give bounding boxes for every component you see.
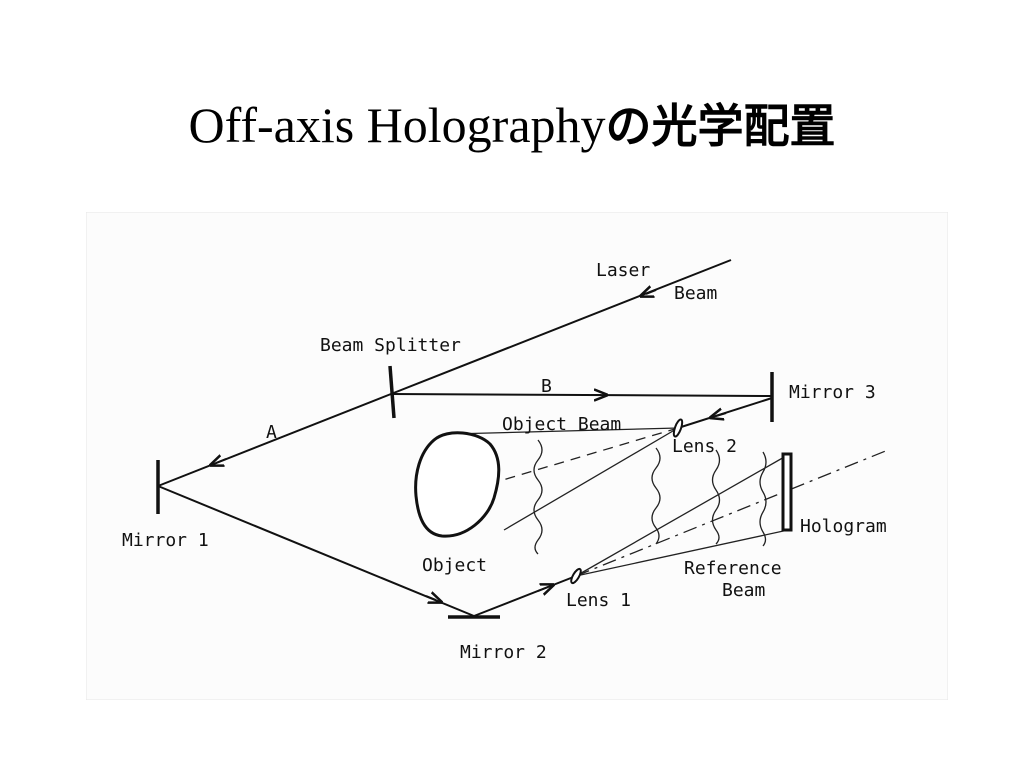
object-beam-center-ray	[495, 427, 679, 483]
wavefront-1	[533, 439, 543, 555]
mirror2-to-lens1-ray	[473, 575, 577, 617]
label-beam-a: A	[266, 422, 277, 443]
label-laser-line2: Beam	[674, 283, 717, 304]
label-mirror-3: Mirror 3	[789, 382, 876, 403]
label-lens-1: Lens 1	[566, 590, 631, 611]
object-beam-upper-ray	[450, 427, 679, 435]
reference-beam-upper-ray	[575, 455, 787, 577]
label-mirror-2: Mirror 2	[460, 642, 547, 663]
lens-2-element	[672, 418, 684, 438]
beam-b-ray	[390, 393, 773, 397]
label-laser-line1: Laser	[596, 260, 650, 281]
mirror1-to-mirror2-ray	[157, 485, 475, 617]
holography-setup-diagram: Laser Beam Beam Splitter B A Mirror 3 Ob…	[86, 212, 948, 700]
mirror1-to-mirror2-arrow	[425, 596, 436, 600]
reference-beam-lower-ray	[575, 529, 789, 577]
label-reference-line2: Beam	[722, 580, 765, 601]
label-mirror-1: Mirror 1	[122, 530, 209, 551]
label-beam-b: B	[541, 376, 552, 397]
laser-beam-arrow	[646, 290, 657, 294]
label-beam-splitter: Beam Splitter	[320, 335, 461, 356]
lens-1-element	[570, 567, 582, 585]
diagram-panel	[86, 212, 948, 700]
hologram-plate	[781, 452, 793, 532]
object-shape	[414, 431, 501, 538]
wavefront-2	[651, 447, 661, 545]
object-beam-lower-ray	[503, 427, 679, 531]
beam-a-ray	[157, 393, 392, 487]
wavefront-4	[759, 451, 767, 547]
mirror3-to-lens2-arrow	[716, 413, 727, 416]
label-hologram: Hologram	[800, 516, 887, 537]
label-lens-2: Lens 2	[672, 436, 737, 457]
beam-splitter-element	[388, 365, 396, 419]
slide-title-japanese: の光学配置	[605, 99, 836, 153]
label-object: Object	[422, 555, 487, 576]
beam-a-arrow	[216, 459, 227, 463]
slide-title-english: Off-axis Holography	[188, 97, 606, 153]
laser-beam-ray	[390, 259, 732, 395]
label-object-beam: Object Beam	[502, 414, 621, 435]
slide-title: Off-axis Holographyの光学配置	[0, 100, 1024, 150]
mirror2-to-lens1-arrow	[537, 587, 548, 591]
label-reference-line1: Reference	[684, 558, 782, 579]
wavefront-3	[711, 449, 721, 545]
